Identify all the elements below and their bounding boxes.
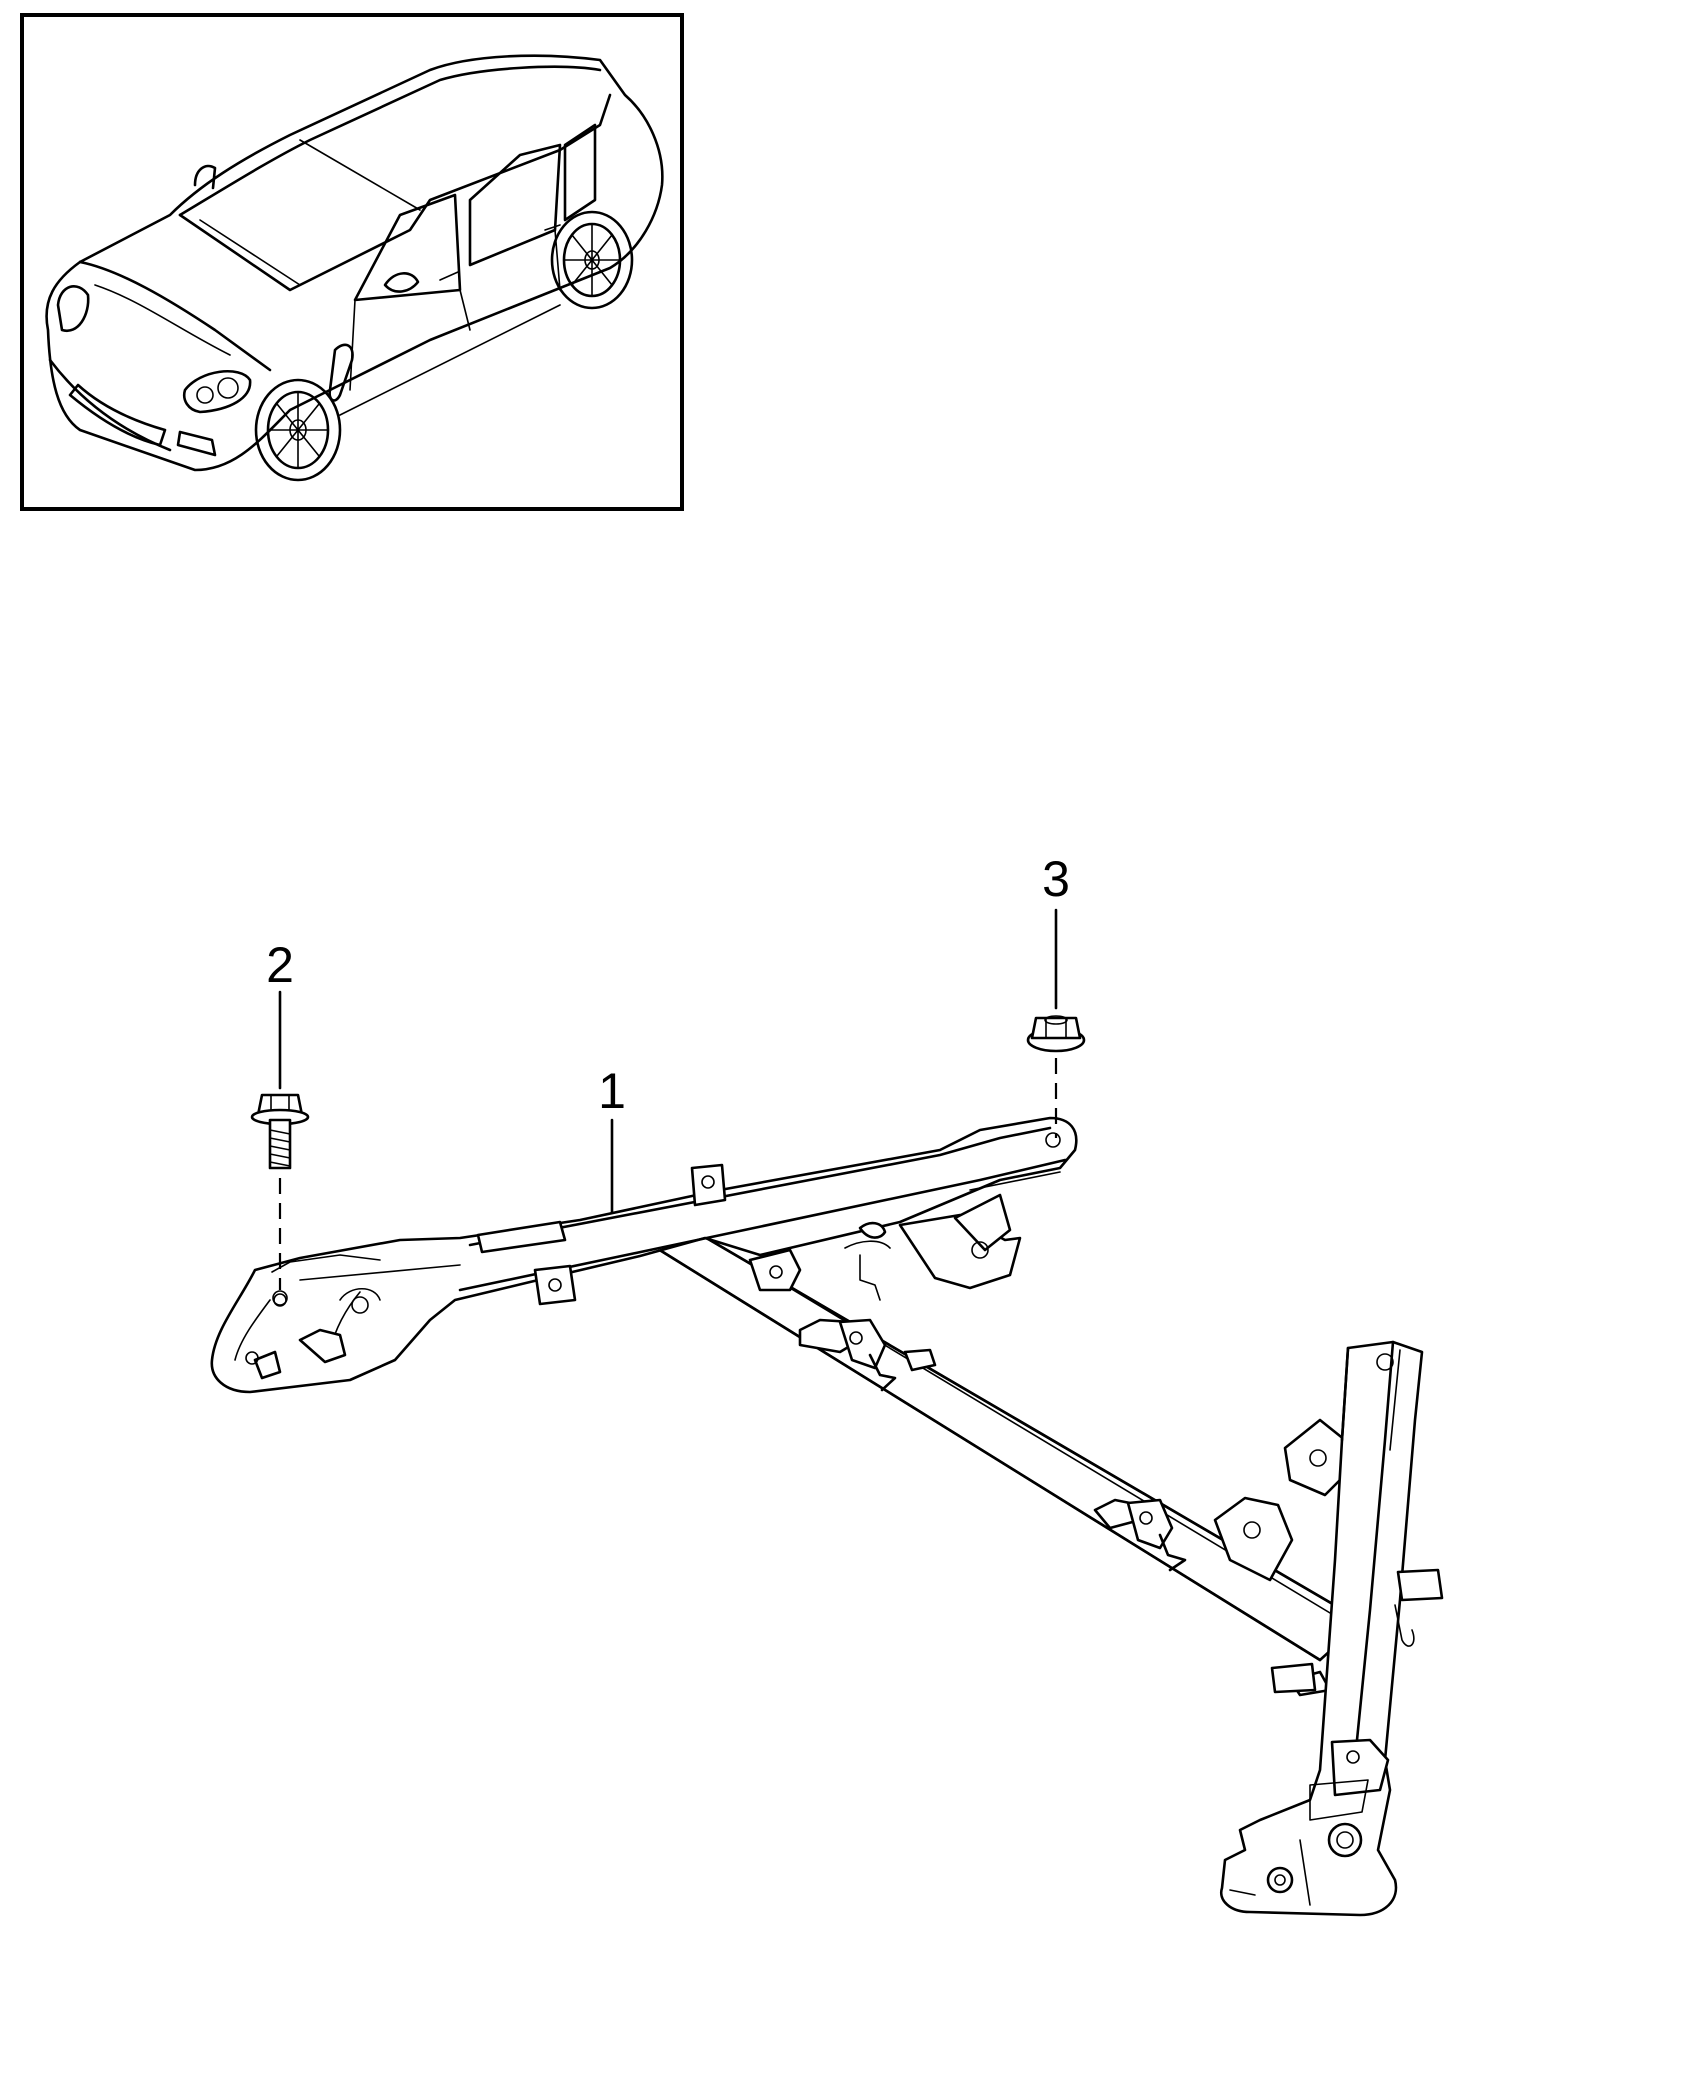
front-wheel <box>254 378 342 482</box>
callout-3: 3 <box>1042 851 1070 907</box>
vehicle-thumbnail <box>20 13 684 511</box>
rear-wheel <box>550 210 634 310</box>
callout-1: 1 <box>598 1063 626 1119</box>
diagonal-tube <box>648 1234 1362 1697</box>
car-illustration <box>45 54 664 482</box>
upper-beam <box>210 1116 1078 1394</box>
flange-nut <box>1026 908 1086 1138</box>
callout-2: 2 <box>266 937 294 993</box>
crossmember-assembly <box>210 1116 1444 1917</box>
right-rail <box>1219 1340 1444 1917</box>
left-mount-hole <box>273 1293 287 1307</box>
bolt <box>250 990 310 1290</box>
